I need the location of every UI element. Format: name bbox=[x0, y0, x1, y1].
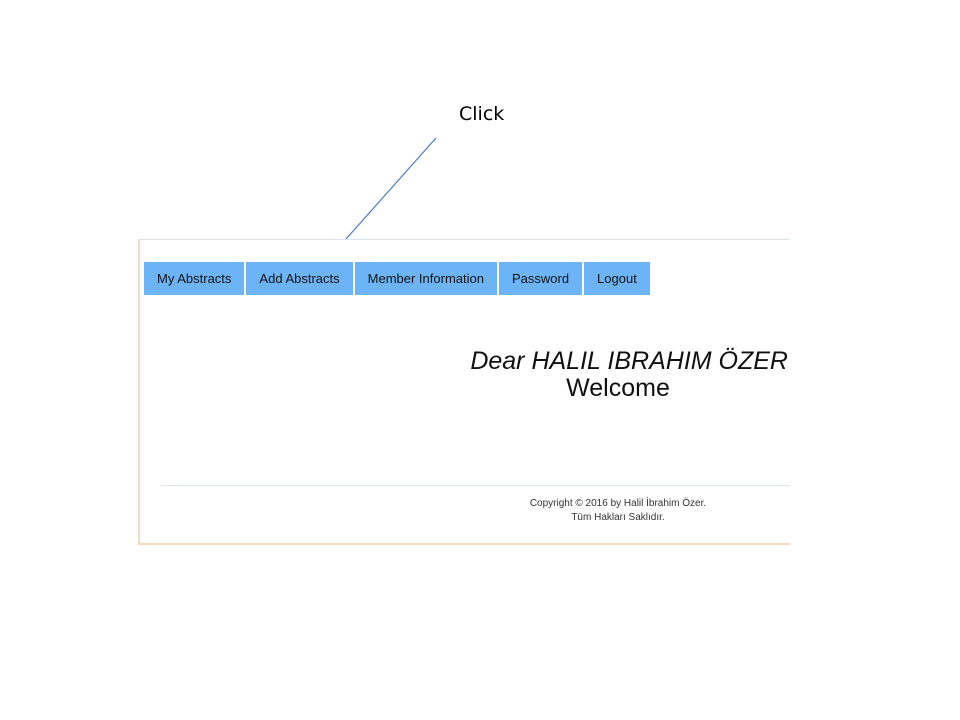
main-nav: My Abstracts Add Abstracts Member Inform… bbox=[144, 262, 650, 295]
footer-copyright: Copyright © 2016 by Halil İbrahim Özer. bbox=[529, 498, 707, 509]
page-frame: My Abstracts Add Abstracts Member Inform… bbox=[138, 239, 790, 545]
footer: Copyright © 2016 by Halil İbrahim Özer. … bbox=[430, 497, 806, 525]
footer-rights: Tüm Hakları Saklıdır. bbox=[571, 512, 665, 523]
nav-item-my-abstracts[interactable]: My Abstracts bbox=[144, 262, 245, 295]
click-annotation-label: Click bbox=[459, 103, 505, 125]
welcome-text: Welcome bbox=[566, 374, 670, 402]
nav-item-member-information[interactable]: Member Information bbox=[354, 262, 497, 295]
nav-item-add-abstracts[interactable]: Add Abstracts bbox=[246, 262, 353, 295]
nav-item-logout[interactable]: Logout bbox=[584, 262, 650, 295]
nav-item-password[interactable]: Password bbox=[498, 262, 583, 295]
greeting-name: Dear HALIL IBRAHIM ÖZER bbox=[470, 347, 788, 375]
greeting: Dear HALIL IBRAHIM ÖZER bbox=[140, 347, 790, 375]
footer-divider bbox=[161, 485, 790, 486]
